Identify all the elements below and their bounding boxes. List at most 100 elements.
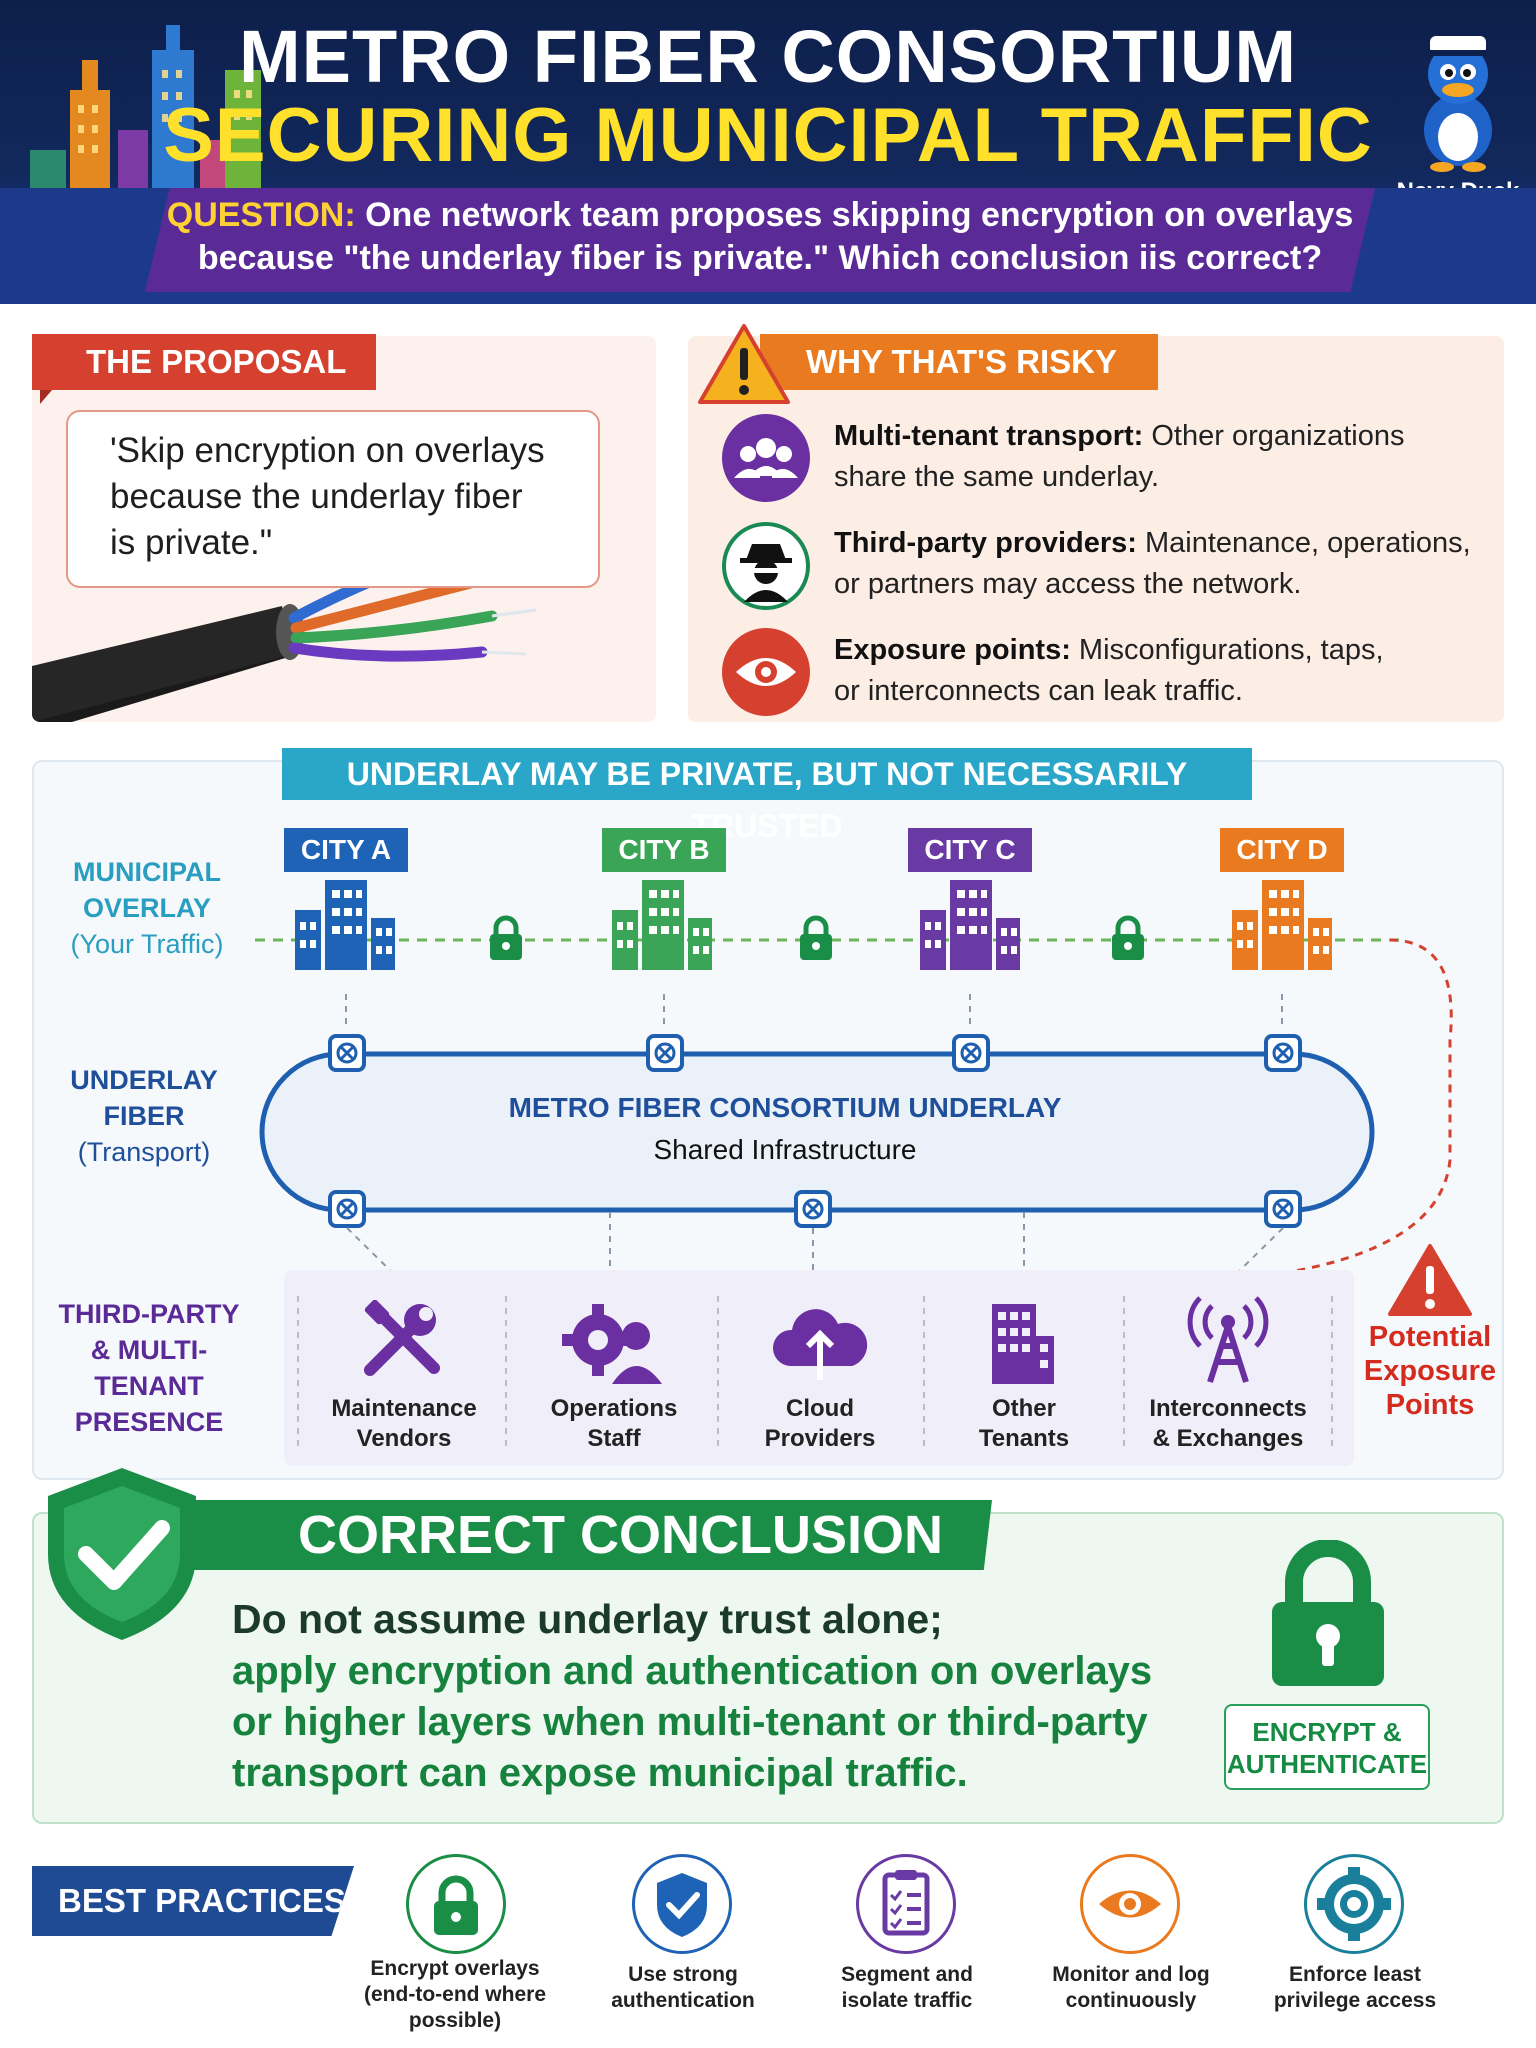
risk-text: or partners may access the network. (834, 568, 1302, 600)
people-group-icon (722, 414, 810, 502)
party-label-line: Other (991, 1395, 1056, 1422)
question-line1: One network team proposes skipping encry… (355, 196, 1354, 234)
conclusion-line1: Do not assume underlay trust alone; (232, 1596, 943, 1642)
question-background (145, 188, 1375, 292)
party-cloud-providers: Cloud Providers (720, 1394, 920, 1454)
shield-check-icon (48, 1468, 196, 1640)
badge-line: ENCRYPT & (1252, 1717, 1402, 1747)
third-party-label-line: THIRD-PARTY (58, 1299, 240, 1329)
bp-label-line: authentication (611, 1989, 755, 2012)
third-party-dividers (297, 1296, 1333, 1446)
third-party-row-label: THIRD-PARTY & MULTI-TENANT PRESENCE (38, 1296, 260, 1440)
bp-label-line: continuously (1065, 1989, 1197, 2012)
page-title: METRO FIBER CONSORTIUM (239, 15, 1297, 98)
overlay-lock-icon (800, 915, 832, 960)
risk-item-third-party: Third-party providers: Maintenance, oper… (834, 523, 1474, 605)
exposure-path (1229, 938, 1453, 1282)
underlay-label-line: UNDERLAY (70, 1065, 218, 1095)
city-b-tag: CITY B (602, 828, 726, 872)
underlay-row-label: UNDERLAY FIBER (Transport) (52, 1062, 236, 1170)
exposure-warning-icon (1388, 1244, 1472, 1316)
overlay-lock-icon (1112, 915, 1144, 960)
bp-label-line: privilege access (1273, 1989, 1437, 2012)
risk-item-exposure: Exposure points: Misconfigurations, taps… (834, 630, 1474, 712)
party-label-line: & Exchanges (1152, 1425, 1304, 1452)
question-label: QUESTION: (166, 196, 356, 234)
badge-line: AUTHENTICATE (1226, 1749, 1428, 1779)
potential-exposure-label: Potential Exposure Points (1340, 1320, 1520, 1422)
city-b-building-icon (612, 880, 712, 970)
city-a-building-icon (295, 880, 395, 970)
underlay-ring (259, 1051, 1375, 1213)
checklist-icon (856, 1854, 956, 1954)
party-maintenance-vendors: Maintenance Vendors (304, 1394, 504, 1454)
gear-icon (1304, 1854, 1404, 1954)
city-a-tag: CITY A (284, 828, 408, 872)
exposure-label-line: Exposure (1363, 1355, 1497, 1387)
bp-encrypt-overlays: Encrypt overlays (end-to-end where possi… (350, 1956, 560, 2034)
party-interconnects-exchanges: Interconnects & Exchanges (1128, 1394, 1328, 1454)
bp-label-line: possible) (408, 2009, 502, 2032)
bp-label-line: (end-to-end where (364, 1983, 546, 2006)
risk-text: Other organizations (1143, 420, 1405, 452)
eye-icon (1080, 1854, 1180, 1954)
bp-least-privilege: Enforce least privilege access (1250, 1962, 1460, 2014)
exposure-label-line: Potential (1368, 1321, 1492, 1353)
conclusion-body: apply encryption and authentication on o… (232, 1646, 1232, 1799)
party-other-tenants: Other Tenants (924, 1394, 1124, 1454)
overlay-label-line: MUNICIPAL (73, 857, 221, 887)
tools-icon (364, 1300, 440, 1376)
risk-title: Multi-tenant transport: (834, 420, 1144, 452)
party-operations-staff: Operations Staff (514, 1394, 714, 1454)
conclusion-banner: CORRECT CONCLUSION (172, 1500, 992, 1570)
best-practices-tag: BEST PRACTICES (32, 1866, 354, 1936)
quote-line: 'Skip encryption on overlays (110, 431, 545, 470)
bp-label-line: isolate traffic (841, 1989, 973, 2012)
proposal-tag-tail (40, 390, 52, 404)
bp-label-line: Use strong (628, 1963, 738, 1986)
risk-text: Misconfigurations, taps, (1070, 634, 1384, 666)
quote-line: because the underlay fiber (110, 477, 523, 516)
network-diagram-graphic (255, 880, 1453, 1282)
quote-line: is private." (110, 523, 273, 562)
eye-icon (722, 628, 810, 716)
conclusion-line: or higher layers when multi-tenant or th… (232, 1700, 1148, 1744)
question-line2: because "the underlay fiber is private."… (197, 239, 1323, 277)
third-party-label-line: PRESENCE (74, 1407, 224, 1437)
risky-tag: WHY THAT'S RISKY (760, 334, 1158, 390)
risk-text: or interconnects can leak traffic. (834, 675, 1243, 707)
city-c-tag: CITY C (908, 828, 1032, 872)
underlay-title: METRO FIBER CONSORTIUM UNDERLAY (508, 1092, 1062, 1123)
bp-label-line: Segment and (841, 1963, 973, 1986)
party-label-line: Staff (587, 1425, 641, 1452)
gear-person-icon (562, 1304, 662, 1384)
antenna-icon (1187, 1296, 1269, 1383)
bp-strong-auth: Use strong authentication (578, 1962, 788, 2014)
risk-item-multi-tenant: Multi-tenant transport: Other organizati… (834, 416, 1474, 498)
bp-label-line: Encrypt overlays (370, 1957, 540, 1980)
risky-panel (688, 336, 1504, 722)
spy-icon (722, 522, 810, 610)
party-label-line: Maintenance (331, 1395, 477, 1422)
building-icon (992, 1304, 1054, 1384)
overlay-label-line: OVERLAY (82, 893, 212, 923)
warning-triangle-icon (698, 324, 790, 404)
risk-text: Maintenance, operations, (1136, 527, 1471, 559)
navy-duck-mascot-icon (1424, 36, 1492, 172)
risk-title: Third-party providers: (834, 527, 1137, 559)
diagram-banner: UNDERLAY MAY BE PRIVATE, BUT NOT NECESSA… (282, 748, 1252, 844)
question-text: QUESTION: One network team proposes skip… (150, 194, 1370, 280)
lock-icon (406, 1854, 506, 1954)
proposal-quote: 'Skip encryption on overlays because the… (110, 428, 590, 566)
city-d-tag: CITY D (1220, 828, 1344, 872)
party-label-line: Vendors (356, 1425, 452, 1452)
page-subtitle: SECURING MUNICIPAL TRAFFIC (163, 93, 1373, 178)
overlay-label-sub: (Your Traffic) (70, 929, 224, 959)
overlay-lock-icon (490, 915, 522, 960)
underlay-label-sub: (Transport) (77, 1137, 211, 1167)
overlay-row-label: MUNICIPAL OVERLAY (Your Traffic) (52, 854, 242, 962)
quote-box (66, 410, 600, 588)
underlay-nodes (328, 1034, 1302, 1228)
bp-label-line: Monitor and log (1052, 1963, 1210, 1986)
bp-monitor-log: Monitor and log continuously (1026, 1962, 1236, 2014)
